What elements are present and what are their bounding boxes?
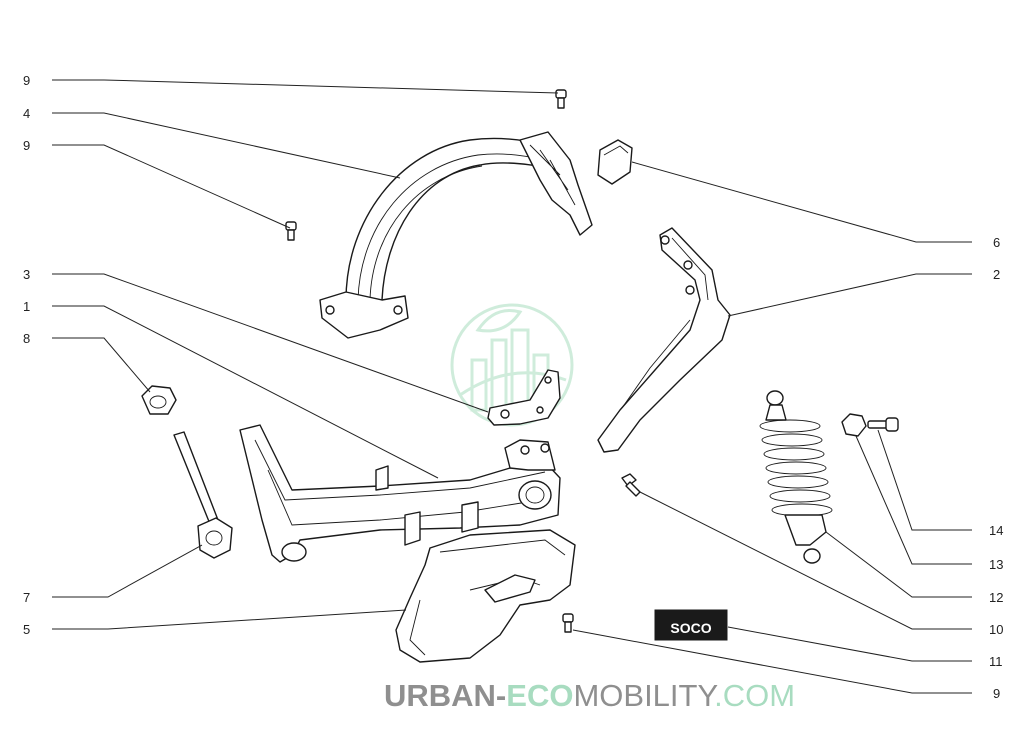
reflector-part — [597, 139, 633, 185]
watermark-part-com: .COM — [714, 678, 795, 713]
watermark-text: URBAN-ECOMOBILITY.COM — [384, 678, 795, 713]
callout-9-left: 9 — [23, 138, 30, 153]
axle-nut-part — [141, 385, 177, 415]
leader-lines-right — [572, 161, 972, 694]
decal-text: SOCO — [670, 620, 711, 636]
callout-9-bottom: 9 — [993, 686, 1000, 701]
axle-bolt-part — [173, 431, 233, 559]
callout-6: 6 — [993, 235, 1000, 250]
shock-nut-part — [841, 413, 867, 437]
bolt-top-part — [555, 89, 567, 109]
callout-2: 2 — [993, 267, 1000, 282]
shock-absorber-part — [759, 390, 833, 564]
watermark-part-mobility: MOBILITY — [573, 678, 717, 713]
mounting-plate-part — [487, 369, 561, 426]
bolt-bottom-part — [562, 613, 574, 633]
bracket-arm-part — [597, 227, 731, 453]
callout-14: 14 — [989, 523, 1003, 538]
callout-1: 1 — [23, 299, 30, 314]
callouts-right: 6 2 14 13 12 10 11 9 — [989, 235, 1003, 701]
rear-fender-part — [319, 131, 593, 339]
callouts-left: 9 4 9 3 1 8 7 5 — [23, 73, 30, 637]
callout-9-top: 9 — [23, 73, 30, 88]
callout-4: 4 — [23, 106, 30, 121]
swing-arm-frame-part — [239, 424, 561, 563]
callout-7: 7 — [23, 590, 30, 605]
callout-8: 8 — [23, 331, 30, 346]
shock-bolt-part — [867, 417, 899, 432]
screw-part — [621, 473, 641, 497]
callout-13: 13 — [989, 557, 1003, 572]
callout-5: 5 — [23, 622, 30, 637]
watermark-part-eco: ECO — [506, 678, 573, 713]
chain-cover-part — [395, 529, 576, 663]
watermark-part-urban: URBAN- — [384, 678, 506, 713]
soco-decal-part: SOCO — [654, 609, 728, 641]
callout-11: 11 — [989, 654, 1003, 669]
callout-10: 10 — [989, 622, 1003, 637]
callout-3: 3 — [23, 267, 30, 282]
callout-12: 12 — [989, 590, 1003, 605]
leader-lines-left — [52, 79, 559, 630]
bolt-left-part — [285, 221, 297, 241]
